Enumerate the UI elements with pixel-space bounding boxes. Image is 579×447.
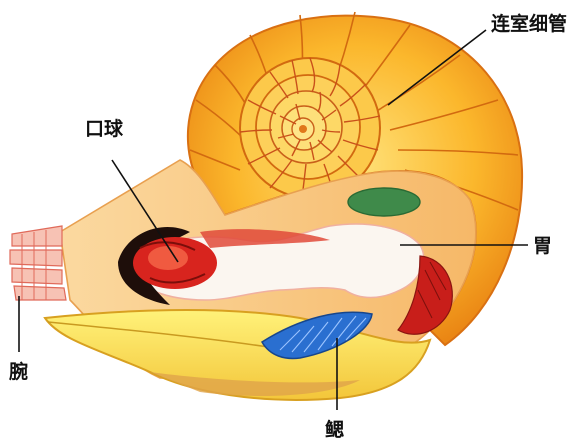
- label-siphuncle: 连室细管: [491, 12, 567, 35]
- label-buccal-mass: 口球: [85, 117, 124, 140]
- label-stomach: 胃: [533, 235, 552, 257]
- label-gills: 鳃: [325, 418, 344, 441]
- green-organ: [348, 188, 420, 216]
- tentacles: [10, 226, 66, 300]
- label-tentacles: 腕: [8, 360, 28, 383]
